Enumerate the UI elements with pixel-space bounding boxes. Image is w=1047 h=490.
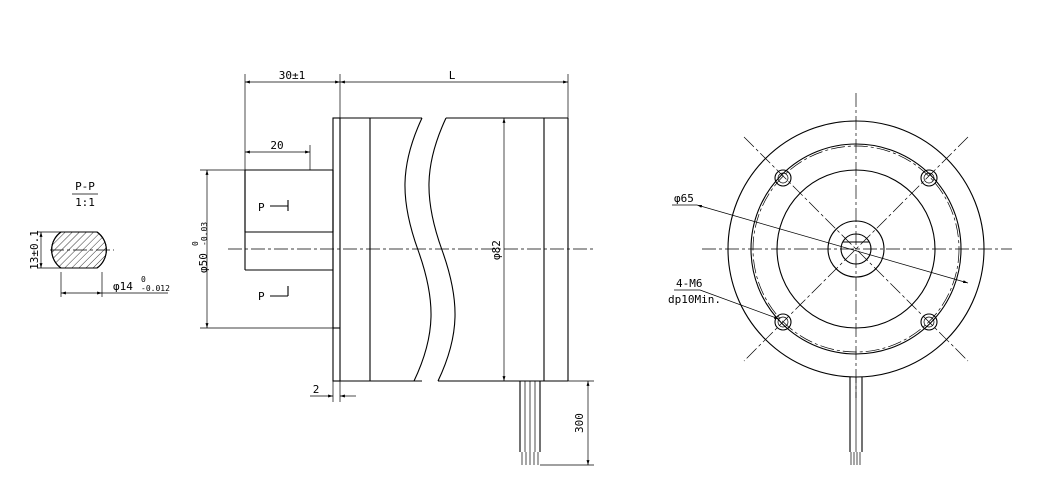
holes-label-text: 4-M6 <box>676 277 703 290</box>
shaft-dia-text: φ14 <box>113 280 133 293</box>
section-mark-top: P <box>258 201 265 214</box>
pilot-tol-upper: 0 <box>191 241 200 246</box>
section-mark-bottom: P <box>258 290 265 303</box>
shaft-cross-section-outline <box>51 231 107 269</box>
bolt-circle-dim-line <box>696 204 969 284</box>
flange-thk-text: 2 <box>313 383 320 396</box>
side-view: 30±1 L 20 φ50 0 -0.03 φ82 2 300 <box>191 69 596 466</box>
section-label: P-P <box>75 180 95 193</box>
break-line-right <box>428 117 456 382</box>
body-len-text: L <box>449 69 456 82</box>
lead-len-text: 300 <box>573 413 586 433</box>
flat-dim-text: 13±0.1 <box>28 230 41 270</box>
pilot-dia-label: φ50 0 -0.03 <box>191 222 210 273</box>
section-arrow-top <box>270 200 289 211</box>
section-view: P-P 1:1 13±0.1 φ14 0 -0.012 <box>28 180 170 297</box>
body-dia-text: φ82 <box>490 240 503 260</box>
shaft-tol-lower: -0.012 <box>141 284 170 293</box>
break-line-left <box>404 117 432 382</box>
front-diag-2 <box>743 136 969 362</box>
pilot-tol-lower: -0.03 <box>200 222 209 246</box>
section-arrow-bottom <box>270 286 289 297</box>
mounting-hole-tr <box>920 169 938 187</box>
mounting-hole-bl <box>774 313 792 331</box>
front-view: φ65 4-M6 dp10Min. <box>668 93 1012 465</box>
front-diag-1 <box>743 136 969 362</box>
mounting-hole-br <box>920 313 938 331</box>
bolt-circle-text: φ65 <box>674 192 694 205</box>
pilot-dia-text: φ50 <box>197 253 210 273</box>
holes-leader <box>699 289 780 320</box>
cable-wire-ends <box>521 452 539 465</box>
front-cable-wire-ends <box>850 452 861 465</box>
section-scale: 1:1 <box>75 196 95 209</box>
shaft-tol-upper: 0 <box>141 275 146 284</box>
flange <box>332 117 341 382</box>
shaft-len-text: 30±1 <box>279 69 306 82</box>
holes-depth-text: dp10Min. <box>668 293 721 306</box>
mounting-hole-tl <box>774 169 792 187</box>
key-len-text: 20 <box>270 139 283 152</box>
